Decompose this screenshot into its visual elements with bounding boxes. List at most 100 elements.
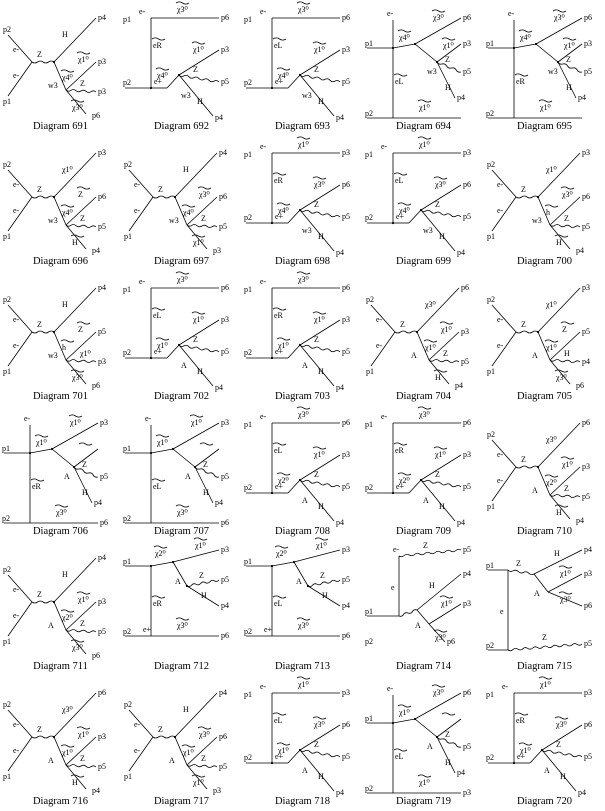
propagator-line bbox=[293, 549, 341, 563]
particle-label: e- bbox=[145, 414, 152, 423]
particle-label: p3 bbox=[221, 545, 229, 554]
propagator-line bbox=[299, 479, 335, 522]
particle-label: p1 bbox=[487, 232, 495, 241]
tilde-mark bbox=[393, 172, 408, 176]
particle-label: p6 bbox=[92, 651, 100, 660]
propagator-line bbox=[53, 17, 97, 63]
sparticle-label: H bbox=[556, 508, 562, 517]
particle-label: e- bbox=[508, 9, 515, 18]
tilde-mark bbox=[433, 369, 448, 373]
particle-label: p6 bbox=[342, 418, 350, 427]
sparticle-label: eL bbox=[395, 752, 404, 761]
particle-label: Z bbox=[443, 349, 448, 358]
particle-label: p3 bbox=[221, 418, 229, 427]
sparticle-label: χ2⁰ bbox=[545, 478, 557, 487]
tilde-mark bbox=[417, 406, 432, 410]
particle-label: p4 bbox=[342, 601, 350, 610]
particle-label: e- bbox=[497, 450, 504, 459]
tilde-mark bbox=[560, 186, 575, 190]
particle-label: p3 bbox=[584, 688, 592, 697]
vertex-dot bbox=[28, 451, 32, 455]
particle-label: p3 bbox=[221, 315, 229, 324]
particle-label: Z bbox=[201, 214, 206, 223]
sparticle-label: χ2⁰ bbox=[398, 476, 410, 485]
particle-label: e+ bbox=[154, 347, 163, 356]
sparticle-label: χ1⁰ bbox=[192, 778, 204, 787]
tilde-mark bbox=[274, 545, 289, 549]
particle-label: p6 bbox=[463, 688, 471, 697]
fermion-label: e bbox=[500, 607, 504, 616]
boson-label: A bbox=[427, 742, 433, 751]
diagram-caption: Diagram 705 bbox=[516, 391, 573, 402]
boson-wavy-line bbox=[507, 569, 535, 576]
particle-label: p3 bbox=[342, 315, 350, 324]
boson-wavy-line bbox=[65, 89, 97, 93]
propagator-line bbox=[65, 224, 87, 250]
particle-label: p4 bbox=[457, 93, 465, 102]
vertex-dot bbox=[306, 584, 310, 588]
tilde-mark bbox=[544, 204, 559, 208]
particle-label: p1 bbox=[3, 97, 11, 106]
particle-label: p5 bbox=[584, 67, 592, 76]
propagator-line bbox=[128, 736, 154, 772]
tilde-mark bbox=[34, 434, 49, 438]
boson-label: w3 bbox=[423, 226, 433, 235]
tilde-mark bbox=[312, 176, 327, 180]
propagator-line bbox=[549, 359, 571, 385]
vertex-dot bbox=[540, 748, 544, 752]
particle-label: e- bbox=[497, 206, 504, 215]
vertex-dot bbox=[298, 343, 302, 347]
propagator-line bbox=[172, 549, 220, 563]
propagator-line bbox=[53, 196, 67, 226]
particle-label: e- bbox=[260, 277, 267, 286]
sparticle-label: χ1⁰ bbox=[297, 680, 309, 689]
propagator-line bbox=[537, 152, 581, 198]
sparticle-label: h bbox=[546, 208, 550, 217]
propagator-line bbox=[557, 61, 577, 99]
particle-label: p6 bbox=[582, 418, 590, 427]
tilde-mark bbox=[54, 504, 69, 508]
vertex-dot bbox=[270, 356, 274, 360]
sparticle-label: eR bbox=[153, 41, 163, 50]
particle-label: p3 bbox=[582, 283, 590, 292]
propagator-line bbox=[549, 466, 581, 496]
propagator-line bbox=[29, 448, 53, 454]
propagator-line bbox=[537, 287, 581, 333]
particle-label: p1 bbox=[244, 420, 252, 429]
particle-label: p2 bbox=[124, 160, 132, 169]
propagator-line bbox=[51, 448, 75, 468]
sparticle-label: χ4⁰ bbox=[182, 208, 194, 217]
boson-wavy-line bbox=[307, 579, 341, 587]
tilde-mark bbox=[439, 321, 454, 325]
particle-label: p6 bbox=[463, 180, 471, 189]
vertex-dot bbox=[185, 584, 189, 588]
propagator-line bbox=[547, 591, 583, 607]
sparticle-label: χ1⁰ bbox=[182, 748, 194, 757]
propagator-line bbox=[491, 304, 517, 333]
boson-label: w3 bbox=[427, 67, 437, 76]
propagator-line bbox=[420, 454, 462, 481]
propagator-line bbox=[420, 209, 456, 252]
sparticle-label: χ3⁰ bbox=[555, 373, 567, 382]
particle-label: p6 bbox=[221, 631, 229, 640]
particle-label: p1 bbox=[244, 15, 252, 24]
vertex-dot bbox=[391, 721, 395, 725]
sparticle-label: χ1⁰ bbox=[156, 341, 168, 350]
propagator-line bbox=[541, 749, 577, 792]
boson-wavy-line bbox=[65, 629, 97, 633]
propagator-line bbox=[537, 331, 551, 361]
particle-label: p6 bbox=[221, 518, 229, 527]
propagator-line bbox=[53, 692, 97, 738]
vertex-dot bbox=[512, 46, 516, 50]
particle-label: p2 bbox=[244, 627, 252, 636]
tilde-mark bbox=[276, 472, 291, 476]
diagram-caption: Diagram 708 bbox=[274, 526, 331, 537]
diagram-caption: Diagram 692 bbox=[153, 121, 210, 132]
